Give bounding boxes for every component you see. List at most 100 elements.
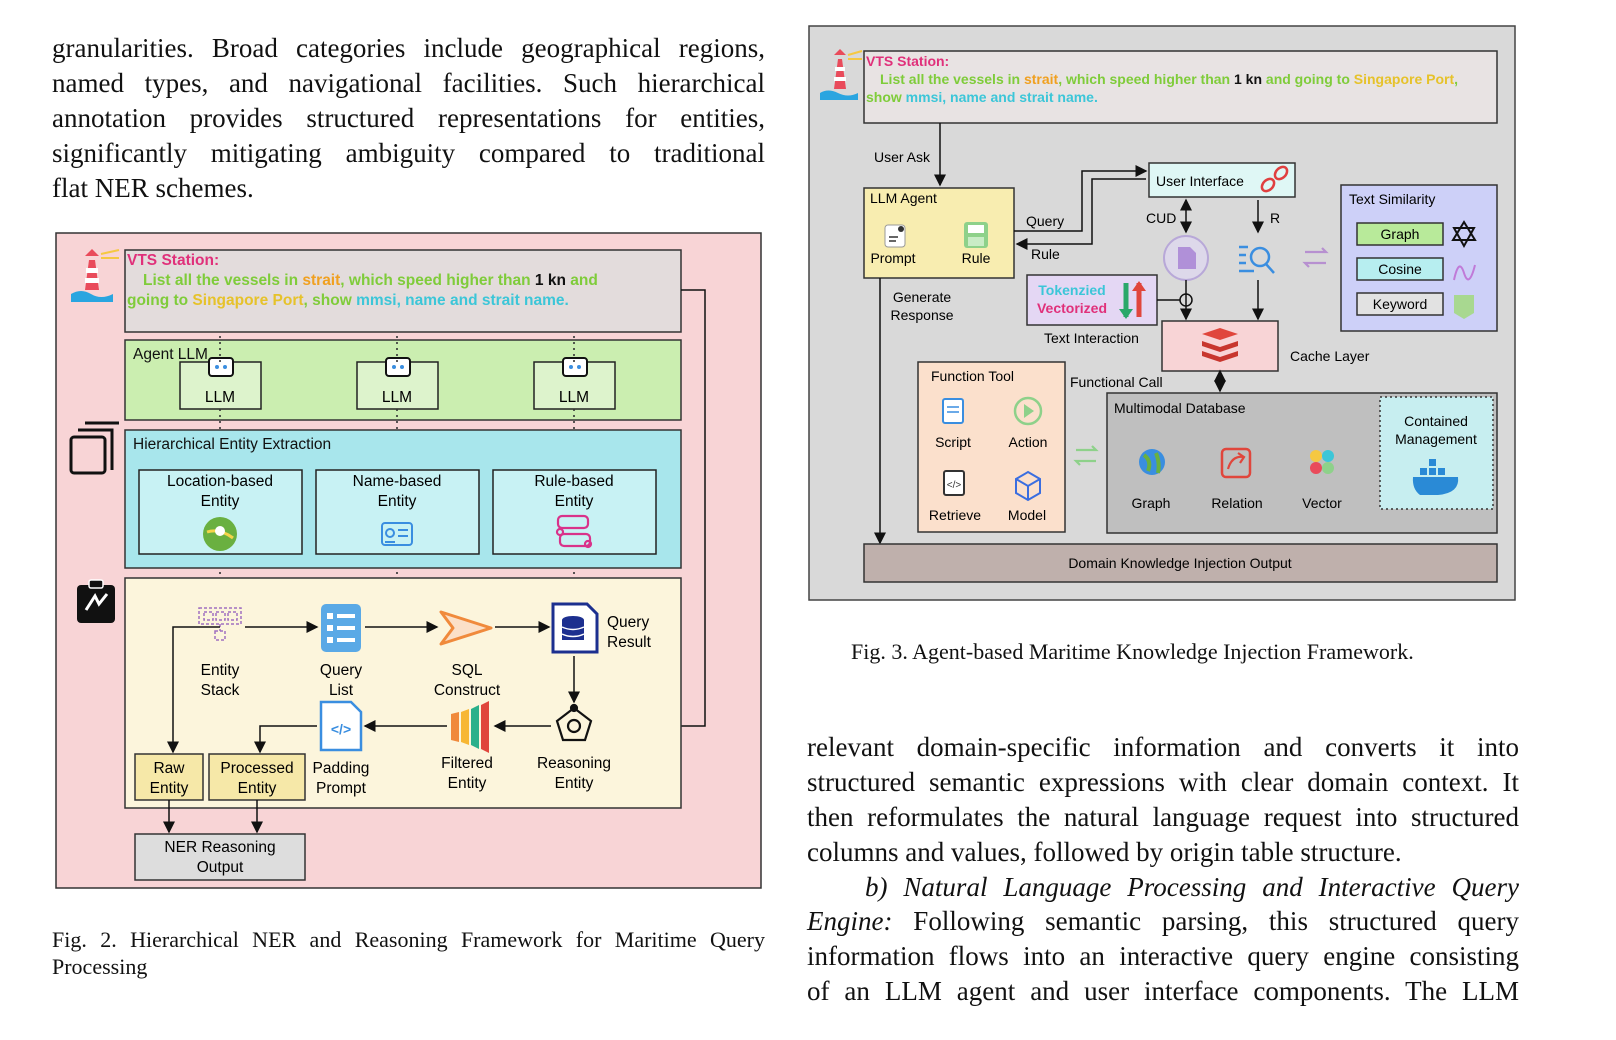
processed-entity-box: Processed Entity <box>208 753 306 801</box>
docker-whale-icon <box>1412 459 1459 495</box>
robot-icon <box>208 357 234 377</box>
graph-tag <box>1356 222 1444 246</box>
svg-text:Domain Knowledge Injection Out: Domain Knowledge Injection Output <box>1068 555 1291 571</box>
redis-stack-icon <box>1202 328 1238 362</box>
user-ask-label: User Ask <box>874 149 931 165</box>
user-interface-box: User Interface <box>1148 162 1296 198</box>
text-line: named types, and navigational facilities… <box>52 68 765 98</box>
text-line: granularities. Broad categories include … <box>52 33 765 63</box>
svg-text:Text Similarity: Text Similarity <box>1349 191 1435 207</box>
tokenized-box: Tokenzied Vectorized <box>1026 274 1158 326</box>
padding-prompt-label: Padding <box>313 760 370 777</box>
svg-text:User Interface: User Interface <box>1156 173 1244 189</box>
text-line: structured semantic expressions with cle… <box>807 767 1519 797</box>
svg-text:Location-based: Location-based <box>167 473 273 490</box>
query-list-label: Query <box>320 662 362 679</box>
retrieve-icon: </> <box>943 470 965 496</box>
prompt-icon <box>884 224 906 248</box>
svg-text:Tokenzied: Tokenzied <box>1038 282 1105 298</box>
query-result-label: Query <box>607 614 649 631</box>
entity-stack-icon <box>198 607 242 641</box>
svg-text:Rule-based: Rule-based <box>534 473 613 490</box>
llm-node-2: LLM <box>356 357 439 410</box>
reasoning-entity-label: Reasoning <box>537 755 611 772</box>
output-box: Domain Knowledge Injection Output <box>863 543 1498 583</box>
vts-query-line-1: List all the vessels in strait, which sp… <box>143 272 598 289</box>
tag-icon <box>1454 295 1474 319</box>
fig2-diagram: VTS Station: List all the vessels in str… <box>55 232 762 889</box>
svg-text:LLM: LLM <box>205 389 235 406</box>
wave-icon <box>1453 264 1476 281</box>
svg-text:Cosine: Cosine <box>1378 261 1422 277</box>
save-rule-icon <box>964 222 988 248</box>
section-heading: b) Natural Language Processing and Inter… <box>865 872 1519 902</box>
filtered-entity-label: Filtered <box>441 755 493 772</box>
svg-text:Vector: Vector <box>1302 495 1342 511</box>
svg-text:Raw: Raw <box>153 760 185 777</box>
svg-text:Management: Management <box>1395 431 1477 447</box>
sync-icon <box>1302 247 1329 268</box>
section-heading-cont: Engine: <box>807 906 893 936</box>
svg-text:Rule: Rule <box>962 250 991 266</box>
svg-text:LLM Agent: LLM Agent <box>870 190 937 206</box>
cube-icon <box>1015 470 1041 502</box>
text-line: columns and values, followed by origin t… <box>807 837 1402 867</box>
filter-bars-icon <box>451 701 489 753</box>
rule-label: Rule <box>1031 246 1060 262</box>
lighthouse-icon <box>820 49 863 100</box>
script-icon <box>942 398 964 424</box>
vector-dots-icon <box>1310 450 1334 474</box>
text-line: of an LLM agent and user interface compo… <box>807 976 1519 1006</box>
svg-text:Multimodal Database: Multimodal Database <box>1114 400 1246 416</box>
vts-query-line-2: going to Singapore Port, show mmsi, name… <box>127 292 569 309</box>
text-line: Following semantic parsing, this structu… <box>913 906 1519 936</box>
llm-node-3: LLM <box>533 357 616 410</box>
svg-text:Action: Action <box>1009 434 1048 450</box>
name-entity-box: Name-based Entity <box>315 469 480 555</box>
robot-icon <box>385 357 411 377</box>
svg-text:Function Tool: Function Tool <box>931 368 1014 384</box>
reasoning-network-icon <box>555 703 593 742</box>
caption-line: Fig. 2. Hierarchical NER and Reasoning F… <box>52 927 765 952</box>
reasoning-entity-label: Entity <box>555 775 594 792</box>
up-down-arrows-icon <box>1119 281 1146 319</box>
svg-text:Prompt: Prompt <box>870 250 915 266</box>
agent-llm-label: Agent LLM <box>133 346 208 363</box>
svg-text:Keyword: Keyword <box>1373 296 1427 312</box>
workflow-icon <box>555 514 593 549</box>
link-icon <box>1260 165 1289 193</box>
svg-text:Model: Model <box>1008 507 1046 523</box>
vts-title: VTS Station: <box>866 53 949 69</box>
cache-layer-box <box>1161 320 1279 372</box>
query-result-label: Result <box>607 634 652 651</box>
svg-text:Entity: Entity <box>238 780 277 797</box>
svg-text:NER Reasoning: NER Reasoning <box>164 839 275 856</box>
sync-icon <box>1073 445 1099 466</box>
cache-layer-label: Cache Layer <box>1290 348 1370 364</box>
copy-icon <box>69 421 119 475</box>
location-entity-box: Location-based Entity <box>138 469 303 555</box>
functional-call-label: Functional Call <box>1070 374 1163 390</box>
llm-node-1: LLM <box>179 357 262 410</box>
text-similarity-box: Text Similarity Graph Cosine Keyword <box>1340 184 1498 332</box>
search-list-icon <box>1239 245 1275 274</box>
cosine-tag <box>1356 257 1444 281</box>
relation-icon <box>1220 447 1252 479</box>
clipboard-icon <box>77 579 115 623</box>
vts-query-line-2: show mmsi, name and strait name. <box>866 89 1098 105</box>
function-tool-box: Function Tool Script Action </> Retrieve… <box>917 361 1066 533</box>
svg-text:Output: Output <box>197 859 244 876</box>
svg-text:Script: Script <box>935 434 971 450</box>
vts-title: VTS Station: <box>127 252 219 269</box>
map-pin-icon <box>203 517 237 551</box>
svg-text:Vectorized: Vectorized <box>1037 300 1107 316</box>
fig3-diagram: VTS Station: List all the vessels in str… <box>808 25 1516 601</box>
text-line: relevant domain-specific information and… <box>807 732 1519 762</box>
query-list-label: List <box>329 682 354 699</box>
sql-construct-label: SQL <box>451 662 482 679</box>
code-file-icon: </> <box>319 700 363 752</box>
text-line: annotation provides structured represent… <box>52 103 765 133</box>
id-card-icon <box>381 522 413 546</box>
padding-prompt-label: Prompt <box>316 780 367 797</box>
svg-text:Name-based: Name-based <box>353 473 442 490</box>
